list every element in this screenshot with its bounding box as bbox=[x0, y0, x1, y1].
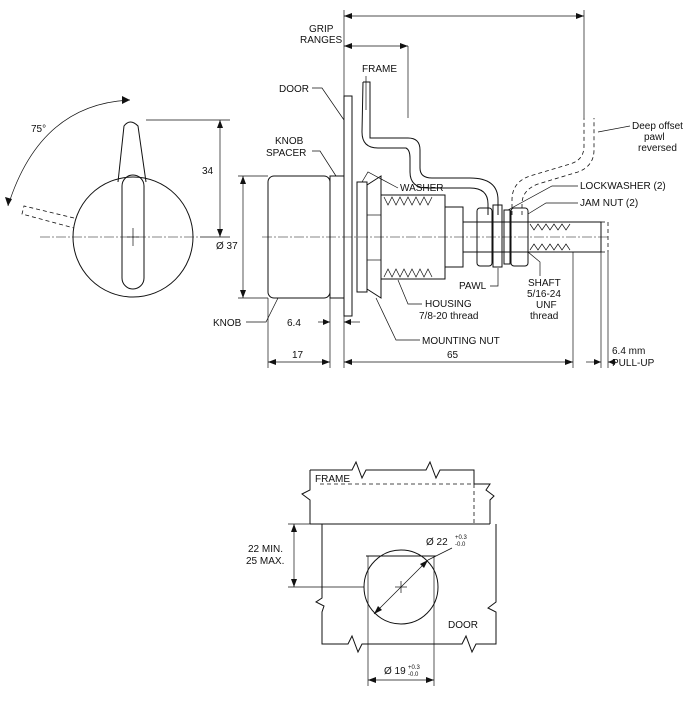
pull-up-label-1: 6.4 mm bbox=[612, 346, 645, 357]
door-outline bbox=[315, 524, 497, 654]
shaft-label-4: thread bbox=[530, 311, 558, 322]
knob-handle-rotated bbox=[21, 205, 75, 229]
housing-thread bbox=[383, 196, 433, 278]
d-17-label: 17 bbox=[292, 350, 304, 361]
washer-label: WASHER bbox=[400, 183, 444, 194]
dia-19-tol-plus: +0.3 bbox=[408, 665, 421, 671]
grip-ranges-label-2: RANGES bbox=[300, 35, 343, 46]
cutout-height-label-1: 22 MIN. bbox=[248, 544, 283, 555]
shaft-thread bbox=[529, 223, 571, 251]
mounting-nut bbox=[366, 175, 382, 299]
pawl-label: PAWL bbox=[459, 281, 487, 292]
jam-nut-label: JAM NUT (2) bbox=[580, 198, 638, 209]
pull-up-label-2: PULL-UP bbox=[612, 358, 655, 369]
dia-22-tol-minus: -0.0 bbox=[455, 542, 466, 548]
pawl bbox=[492, 204, 503, 268]
angle-label: 75° bbox=[31, 124, 46, 135]
deep-offset-label-1: Deep offset bbox=[632, 121, 683, 132]
knob-label: KNOB bbox=[213, 318, 242, 329]
reversed-pawl bbox=[511, 118, 585, 215]
dia-19-label: Ø 19 bbox=[384, 666, 406, 677]
shaft-label-1: SHAFT bbox=[528, 278, 561, 289]
dia-37-label: Ø 37 bbox=[216, 241, 238, 252]
knob-front-view: 75° 34 bbox=[5, 96, 230, 298]
cutout-height-label-2: 25 MAX. bbox=[246, 556, 284, 567]
knob-spacer-label-1: KNOB bbox=[275, 136, 304, 147]
dia-19-tol-minus: -0.0 bbox=[408, 672, 419, 678]
deep-offset-label-3: reversed bbox=[638, 143, 677, 154]
mounting-nut-label: MOUNTING NUT bbox=[422, 336, 500, 347]
knob-handle bbox=[117, 121, 147, 183]
d-6-4-label: 6.4 bbox=[287, 318, 301, 329]
grip-ranges-label-1: GRIP bbox=[309, 24, 334, 35]
deep-offset-label-2: pawl bbox=[644, 132, 665, 143]
knob-slot bbox=[121, 174, 145, 290]
jam-nut-left bbox=[476, 207, 493, 267]
frame-outline bbox=[310, 460, 495, 524]
housing-label-2: 7/8-20 thread bbox=[419, 311, 479, 322]
door-bottom-label: DOOR bbox=[448, 620, 478, 631]
lockwasher bbox=[503, 209, 511, 265]
d-65-label: 65 bbox=[447, 350, 459, 361]
housing-label-1: HOUSING bbox=[425, 299, 472, 310]
dia-22-label: Ø 22 bbox=[426, 537, 448, 548]
shaft bbox=[462, 221, 602, 253]
shaft-label-3: UNF bbox=[536, 300, 557, 311]
cutout-view: FRAME Ø 22 +0.3 -0.0 22 MIN. 25 MAX. Ø 1… bbox=[246, 460, 497, 686]
angle-arc bbox=[7, 99, 131, 207]
dia-22-tol-plus: +0.3 bbox=[455, 535, 468, 541]
shaft-label-2: 5/16-24 bbox=[527, 289, 561, 300]
height-34-label: 34 bbox=[202, 166, 214, 177]
lockwasher-label: LOCKWASHER (2) bbox=[580, 181, 666, 192]
jam-nut-right bbox=[510, 207, 529, 267]
side-view: GRIP RANGES FRAME DOOR KNOB SPACER WASHE… bbox=[213, 10, 683, 369]
door-top-label: DOOR bbox=[279, 84, 309, 95]
door-panel bbox=[343, 95, 353, 317]
frame-bottom-label: FRAME bbox=[315, 474, 350, 485]
frame-bracket bbox=[363, 81, 499, 215]
frame-top-label: FRAME bbox=[362, 64, 397, 75]
knob-spacer-label-2: SPACER bbox=[266, 148, 306, 159]
